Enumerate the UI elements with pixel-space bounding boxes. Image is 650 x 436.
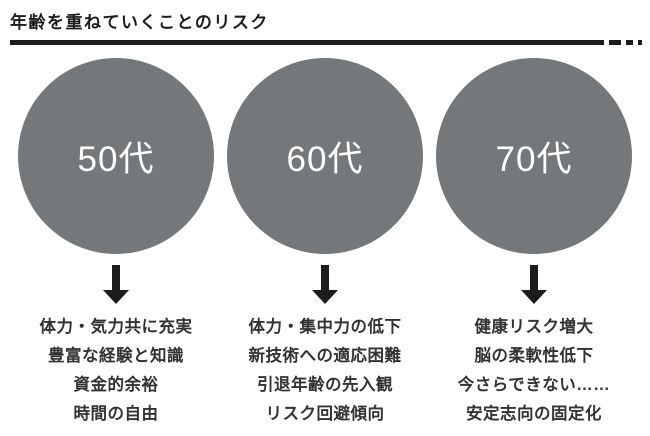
decade-label: 60代 (286, 139, 364, 179)
decade-circle: 50代 (18, 58, 214, 254)
risk-list: 体力・集中力の低下 新技術への適応困難 引退年齢の先入観 リスク回避傾向 (249, 313, 402, 429)
decade-columns: 50代 体力・気力共に充実 豊富な経験と知識 資金的余裕 時間の自由 60代 (8, 58, 642, 429)
page-title: 年齢を重ねていくことのリスク (10, 13, 269, 32)
down-arrow-icon (521, 265, 547, 304)
underline-dash (609, 40, 621, 45)
decade-circle: 60代 (227, 58, 423, 254)
underline-bar (10, 40, 604, 45)
down-arrow-icon (103, 265, 129, 304)
risk-item: 体力・気力共に充実 (39, 318, 193, 336)
underline-dash (638, 40, 642, 45)
risk-list: 体力・気力共に充実 豊富な経験と知識 資金的余裕 時間の自由 (40, 313, 193, 429)
column-50s: 50代 体力・気力共に充実 豊富な経験と知識 資金的余裕 時間の自由 (12, 58, 220, 429)
decade-label: 70代 (495, 139, 573, 179)
risk-item: 新技術への適応困難 (248, 347, 402, 365)
risk-item: 資金的余裕 (73, 376, 159, 394)
risk-item: 時間の自由 (73, 405, 159, 423)
risk-item: 豊富な経験と知識 (48, 347, 184, 365)
down-arrow-icon (312, 265, 338, 304)
column-60s: 60代 体力・集中力の低下 新技術への適応困難 引退年齢の先入観 リスク回避傾向 (221, 58, 429, 429)
risk-item: 今さらできない…… (457, 376, 611, 394)
risk-item: 体力・集中力の低下 (248, 318, 402, 336)
header: 年齢を重ねていくことのリスク (8, 8, 642, 45)
risk-item: 引退年齢の先入観 (257, 376, 393, 394)
risk-item: リスク回避傾向 (265, 405, 385, 423)
column-70s: 70代 健康リスク増大 脳の柔軟性低下 今さらできない…… 安定志向の固定化 (430, 58, 638, 429)
title-underline (10, 40, 642, 45)
risk-item: 脳の柔軟性低下 (474, 347, 594, 365)
decade-label: 50代 (77, 139, 155, 179)
risk-item: 安定志向の固定化 (465, 405, 602, 423)
decade-circle: 70代 (436, 58, 632, 254)
risk-list: 健康リスク増大 脳の柔軟性低下 今さらできない…… 安定志向の固定化 (458, 313, 611, 429)
underline-dash (626, 40, 633, 45)
risk-item: 健康リスク増大 (474, 318, 594, 336)
